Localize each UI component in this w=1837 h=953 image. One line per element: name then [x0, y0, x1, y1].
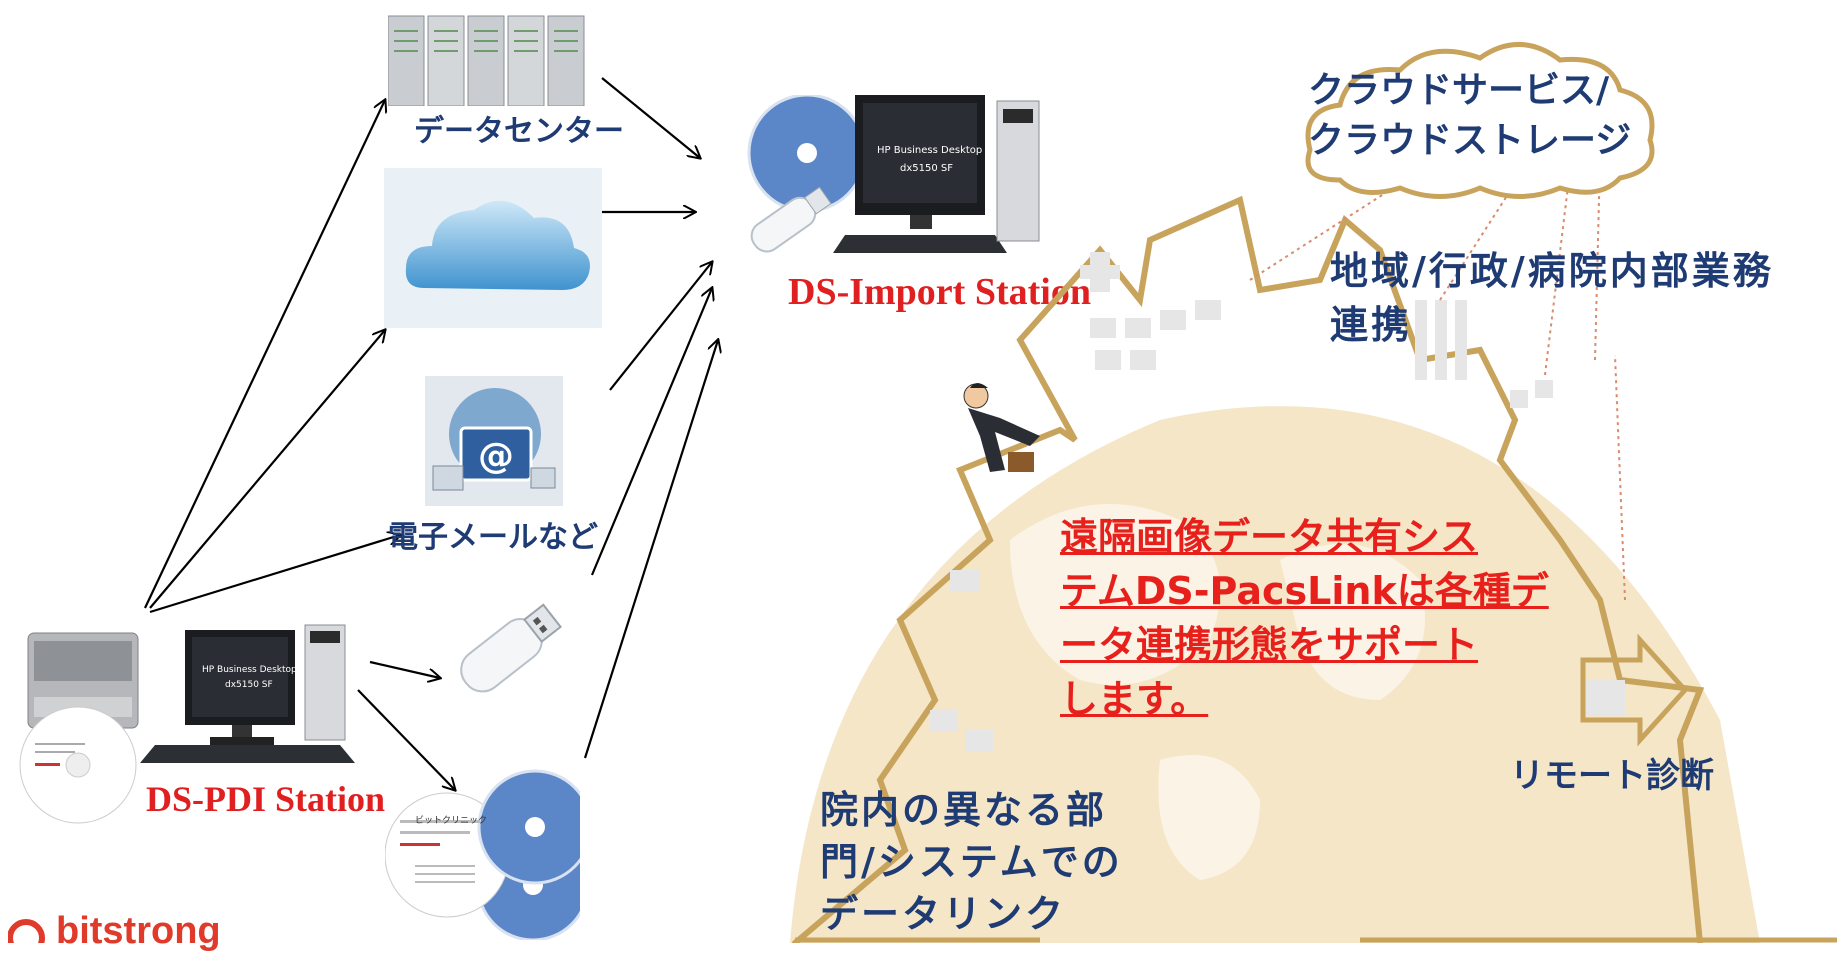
arrow-to-email: [149, 535, 400, 614]
label-email: 電子メールなど: [388, 520, 598, 555]
arrow-to-usb: [369, 660, 440, 678]
headline-line4: します。: [1060, 677, 1209, 721]
disc-clinic-text: ビットクリニック: [415, 816, 488, 826]
businessman-icon: [963, 383, 1040, 472]
pdi-station-image: HP Business Desktop dx5150 SF: [10, 615, 365, 825]
skyline-rope: [792, 195, 1705, 943]
cloud-icon: [405, 200, 590, 290]
inhouse-line2: 門/システムでの: [820, 840, 1123, 884]
headline-link[interactable]: 遠隔画像データ共有シス テムDS-PacsLinkは各種デ ータ連携形態をサポー…: [1060, 510, 1549, 726]
logo-swirl-icon: [7, 919, 45, 953]
headline-line3: ータ連携形態をサポート: [1060, 623, 1479, 667]
label-inhouse: 院内の異なる部 門/システムでの データリンク: [820, 784, 1123, 940]
pdi-monitor-line1: HP Business Desktop: [202, 665, 297, 675]
inhouse-line1: 院内の異なる部: [820, 788, 1108, 832]
label-region: 地域/行政/病院内部業務 連携: [1330, 244, 1774, 352]
cloud-image: [384, 168, 602, 328]
cloud-outline-icon: [1305, 42, 1655, 199]
import-monitor-line1: HP Business Desktop: [877, 145, 983, 156]
inhouse-line3: データリンク: [820, 892, 1067, 936]
label-cloud-service: クラウドサービス/ クラウドストレージ: [1308, 66, 1631, 166]
label-pdi-station: DS-PDI Station: [146, 779, 386, 819]
arrow-email-to-import: [609, 262, 712, 391]
cloud-service-line2: クラウドストレージ: [1308, 120, 1632, 161]
email-image: @: [425, 376, 563, 506]
arrow-dc-to-import: [601, 77, 700, 158]
arrow-to-datacenter: [144, 100, 385, 609]
region-line1: 地域/行政/病院内部業務: [1330, 249, 1774, 293]
label-remote: リモート診断: [1510, 756, 1714, 796]
import-station-image: HP Business Desktop dx5150 SF: [735, 93, 1070, 270]
email-at-icon: @: [432, 388, 556, 491]
arrow-usb-to-import: [590, 288, 712, 576]
label-data-center: データセンター: [414, 114, 624, 149]
usb-drive-icon: [460, 603, 562, 693]
label-import-station: DS-Import Station: [788, 271, 1091, 313]
cloud-service-line1: クラウドサービス/: [1308, 70, 1610, 111]
arrow-to-disc: [357, 689, 455, 790]
headline-line2: テムDS-PacsLinkは各種デ: [1060, 569, 1549, 613]
region-line2: 連携: [1330, 303, 1413, 347]
server-rack-icon: [388, 15, 585, 106]
arrow-to-cloud: [149, 330, 385, 609]
headline-line1: 遠隔画像データ共有シス: [1060, 515, 1479, 559]
arrow-disc-to-import: [583, 340, 718, 759]
svg-text:@: @: [478, 436, 514, 477]
pdi-monitor-line2: dx5150 SF: [225, 680, 273, 690]
import-monitor-line2: dx5150 SF: [900, 163, 953, 174]
